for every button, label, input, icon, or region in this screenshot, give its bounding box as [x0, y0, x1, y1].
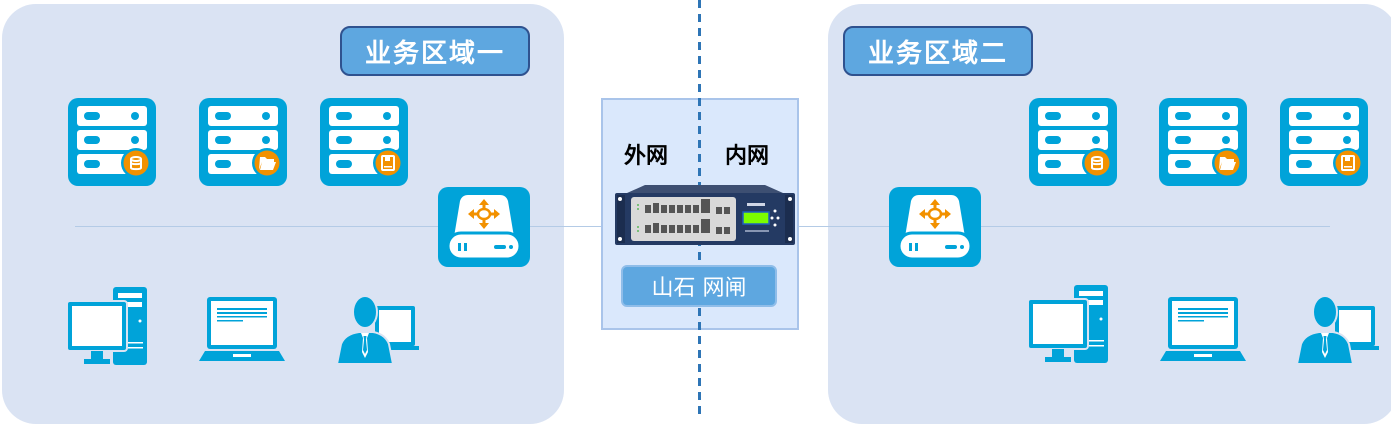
outer-network-label: 外网 — [624, 144, 669, 169]
zone-2-file-server-icon[interactable] — [1159, 98, 1247, 188]
gateway-device-icon[interactable] — [615, 185, 795, 247]
zone-2-desktop-computer-icon[interactable] — [1028, 285, 1110, 365]
zone-1-title: 业务区域一 — [340, 26, 530, 76]
zone-1-laptop-icon[interactable] — [199, 297, 285, 363]
zone-1-file-server-icon[interactable] — [199, 98, 287, 188]
zone-1-storage-server-icon[interactable] — [320, 98, 408, 188]
zone-1-desktop-computer-icon[interactable] — [67, 287, 149, 367]
zone-1-switch-icon[interactable] — [438, 187, 530, 267]
zone-1-database-server-icon[interactable] — [68, 98, 156, 188]
zone-2-title: 业务区域二 — [843, 26, 1033, 76]
gateway-name-label: 山石 网闸 — [621, 265, 777, 307]
zone-2-database-server-icon[interactable] — [1029, 98, 1117, 188]
zone-2-user-workstation-icon[interactable] — [1297, 292, 1381, 364]
zone-2-laptop-icon[interactable] — [1160, 297, 1246, 363]
zone-2-switch-icon[interactable] — [889, 187, 981, 267]
inner-network-label: 内网 — [725, 144, 770, 169]
zone-1-user-workstation-icon[interactable] — [337, 292, 421, 364]
zone-2-storage-server-icon[interactable] — [1280, 98, 1368, 188]
